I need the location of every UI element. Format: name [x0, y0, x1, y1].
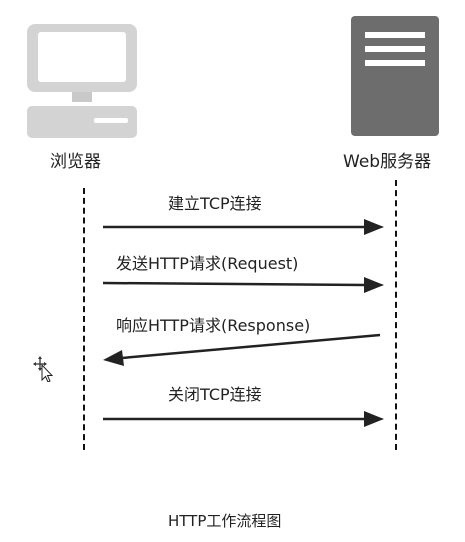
computer-stand: [72, 92, 92, 102]
message-label-tcp-connect: 建立TCP连接: [168, 194, 262, 213]
arrow-request: [102, 277, 384, 293]
server-slot: [365, 46, 425, 52]
arrow-tcp-close: [103, 411, 384, 427]
server-lifeline: [395, 180, 397, 450]
browser-lifeline: [83, 188, 85, 450]
message-label-response: 响应HTTP请求(Response): [116, 316, 311, 335]
move-cursor-icon: [33, 356, 54, 382]
arrow-response: [103, 333, 381, 366]
message-label-tcp-close: 关闭TCP连接: [168, 385, 262, 404]
computer-screen: [38, 32, 126, 82]
browser-label: 浏览器: [50, 152, 101, 172]
server-slot: [365, 32, 425, 38]
computer-drive-slot: [94, 118, 128, 123]
diagram-caption: HTTP工作流程图: [168, 512, 282, 530]
server-slot: [365, 60, 425, 66]
arrow-tcp-connect: [103, 219, 384, 235]
message-label-request: 发送HTTP请求(Request): [116, 254, 299, 273]
server-label: Web服务器: [343, 152, 432, 172]
